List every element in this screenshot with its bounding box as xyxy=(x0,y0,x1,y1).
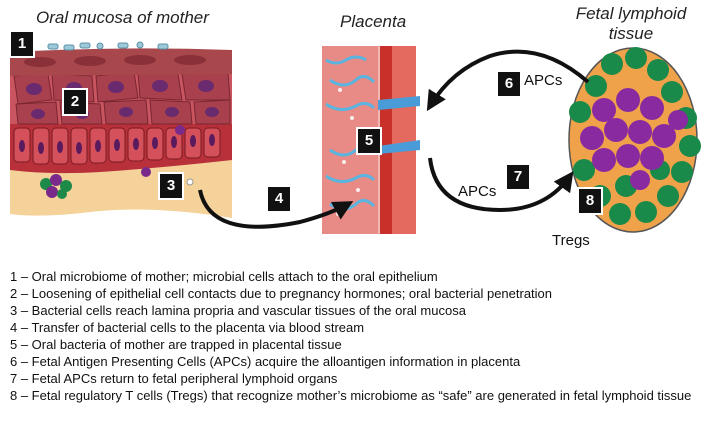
legend-item-3: 3 – Bacterial cells reach lamina propria… xyxy=(10,303,466,318)
fetal-lymphoid-illustration xyxy=(568,47,701,233)
legend-item-5: 5 – Oral bacteria of mother are trapped … xyxy=(10,337,342,352)
badge-6: 6 xyxy=(496,70,522,98)
legend-item-2: 2 – Loosening of epithelial cell contact… xyxy=(10,286,553,301)
apcs-label-bottom: APCs xyxy=(458,183,497,200)
bacterium-icon xyxy=(141,125,185,177)
apcs-label-top: APCs xyxy=(524,72,563,89)
badge-1: 1 xyxy=(9,30,35,58)
arrow-4 xyxy=(198,189,354,229)
legend: 1 – Oral microbiome of mother; microbial… xyxy=(10,268,700,404)
oral-mucosa-title: Oral mucosa of mother xyxy=(36,8,209,27)
legend-item-1: 1 – Oral microbiome of mother; microbial… xyxy=(10,269,438,284)
arrow-6 xyxy=(426,49,590,112)
arrow-7 xyxy=(428,157,574,213)
badge-4: 4 xyxy=(266,185,292,213)
badge-8: 8 xyxy=(577,187,603,215)
legend-item-8: 8 – Fetal regulatory T cells (Tregs) tha… xyxy=(10,388,692,403)
fetal-lymphoid-title: Fetal lymphoid tissue xyxy=(568,4,694,44)
tregs-label: Tregs xyxy=(552,232,590,249)
badge-2: 2 xyxy=(62,88,88,116)
legend-item-7: 7 – Fetal APCs return to fetal periphera… xyxy=(10,371,338,386)
legend-item-4: 4 – Transfer of bacterial cells to the p… xyxy=(10,320,365,335)
badge-5: 5 xyxy=(356,127,382,155)
fetal-lymphoid-title-line1: Fetal lymphoid xyxy=(575,4,687,23)
badge-3: 3 xyxy=(158,172,184,200)
diagram-canvas xyxy=(10,41,701,234)
badge-7: 7 xyxy=(505,163,531,191)
bacteria-cluster-icon xyxy=(40,174,72,199)
legend-item-6: 6 – Fetal Antigen Presenting Cells (APCs… xyxy=(10,354,521,369)
fetal-lymphoid-title-line2: tissue xyxy=(608,24,654,43)
placenta-title: Placenta xyxy=(340,12,407,31)
